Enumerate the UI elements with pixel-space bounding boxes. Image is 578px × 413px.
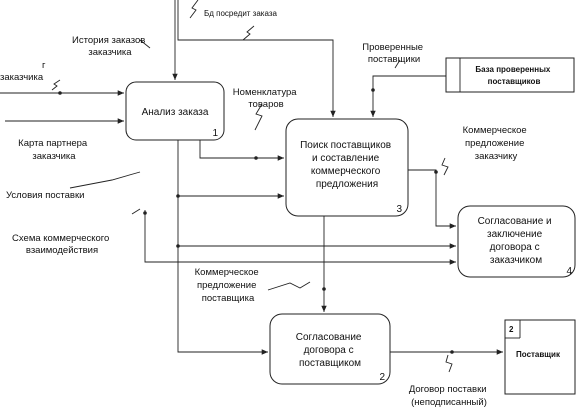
label-commercial-offer-supplier: Коммерческое предложение поставщика	[195, 267, 262, 304]
process-number: 1	[212, 128, 218, 139]
process-label: Анализ заказа	[142, 107, 209, 118]
label-nomenclature: Номенклатура товаров	[233, 87, 299, 110]
external-number: 2	[509, 325, 514, 334]
label-scheme: Схема коммерческого взаимодействия	[12, 233, 112, 256]
external-supplier[interactable]: 2 Поставщик	[504, 319, 576, 395]
process-number: 3	[396, 204, 402, 215]
label-history: История заказов заказчика	[72, 35, 148, 58]
process-number: 2	[379, 372, 385, 383]
label-delivery-terms: Условия поставки	[6, 190, 84, 201]
process-number: 4	[566, 266, 572, 277]
label-supply-contract: Договор поставки (неподписанный)	[409, 384, 489, 408]
process-label: Согласование договора с поставщиком	[296, 332, 365, 369]
process-analyze-order[interactable]: Анализ заказа 1	[125, 81, 225, 141]
store-verified-suppliers-db[interactable]: База проверенных поставщиков	[445, 57, 575, 93]
label-commercial-offer-client: Коммерческое предложение заказчику	[463, 125, 530, 162]
label-left-top: г заказчика	[0, 60, 48, 83]
process-label: Поиск поставщиков и составление коммерче…	[300, 140, 394, 190]
label-verified-suppliers: Проверенные поставщики	[362, 42, 425, 65]
process-label: Согласование и заключение договора с зак…	[478, 216, 555, 266]
label-top-edge: Бд посредит заказа	[204, 9, 277, 18]
external-label: Поставщик	[516, 350, 561, 359]
store-label: База проверенных поставщиков	[475, 65, 552, 86]
label-partner-card: Карта партнера заказчика	[18, 138, 90, 162]
process-agree-client-contract[interactable]: Согласование и заключение договора с зак…	[457, 205, 576, 278]
process-agree-supplier-contract[interactable]: Согласование договора с поставщиком 2	[269, 313, 391, 385]
flow-lines	[0, 0, 503, 373]
process-search-suppliers[interactable]: Поиск поставщиков и составление коммерче…	[285, 118, 409, 217]
